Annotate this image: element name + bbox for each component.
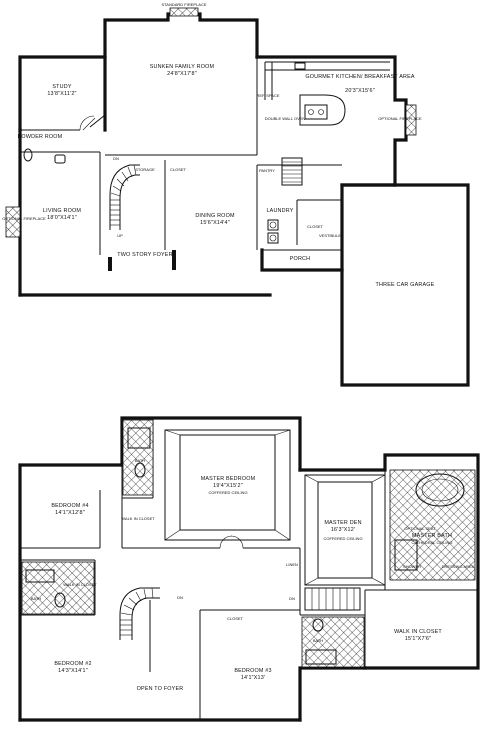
second-dn-label: DN [177, 595, 183, 600]
bedroom4-name: BEDROOM #4 [51, 503, 88, 509]
foyer-label: TWO STORY FOYER [117, 252, 172, 258]
second-floor-stair [119, 587, 361, 672]
master-bath-note: CATHEDRAL CEILING [412, 540, 453, 545]
master-bath-name: MASTER BATH [412, 533, 452, 539]
bedroom4-dims: 14'1"X12'8" [55, 510, 85, 516]
bedroom3-dims: 14'1"X13' [241, 675, 265, 681]
fireplace-icons [5, 7, 417, 238]
dining-room-name: DINING ROOM [195, 213, 235, 219]
walk-in-closet-master-name: WALK IN CLOSET [394, 629, 442, 635]
walk-in-closet-master-dims: 15'1"X7'6" [405, 636, 431, 642]
optional-fireplace-living: OPTIONAL FIREPLACE [2, 216, 46, 221]
second-floor-interior-walls [20, 418, 478, 720]
master-bedroom-ceiling: COFFERED CEILING [208, 490, 247, 495]
double-oven-label: DOUBLE WALL OVEN [265, 116, 306, 121]
first-closet-label: CLOSET [170, 167, 187, 172]
walk-in-closet-b2-label: WALK IN CLOSET [63, 582, 97, 587]
second-floor: MASTER BEDROOM 19'4"X15'2" COFFERED CEIL… [18, 416, 480, 722]
powder-room-label: POWDER ROOM [18, 134, 63, 140]
study-dims: 13'8"X11'2" [47, 91, 76, 97]
bedroom3-name: BEDROOM #3 [234, 668, 271, 674]
bedroom2-dims: 14'3"X14'1" [58, 668, 88, 674]
walk-in-closet-b4-label: WALK IN CLOSET [121, 516, 155, 521]
family-room-name: SUNKEN FAMILY ROOM [150, 64, 215, 70]
master-den-name: MASTER DEN [324, 520, 361, 526]
dining-room-dims: 15'6"X14'4" [200, 220, 230, 226]
porch-label: PORCH [290, 256, 310, 262]
pantry-label: PANTRY [259, 168, 275, 173]
garage-label: THREE CAR GARAGE [376, 282, 435, 288]
bedroom2-name: BEDROOM #2 [54, 661, 91, 667]
study-name: STUDY [52, 84, 71, 90]
bath-label-bedroom2: BATH [31, 596, 41, 601]
foyer-columns [108, 250, 176, 271]
first-floor-stair [109, 157, 303, 230]
coffered-ceilings [164, 429, 386, 586]
first-dn-label: DN [113, 156, 119, 161]
master-den-dims: 16'3"X12' [331, 527, 355, 533]
shower-label: SHOWER [403, 564, 421, 569]
optional-seat-label: OPTIONAL SEAT [404, 526, 436, 531]
closet-label: CLOSET [227, 616, 244, 621]
optional-fireplace-kitchen: OPTIONAL FIREPLACE [378, 116, 422, 121]
dressing-area-label: DRESSING AREA [442, 564, 475, 569]
living-room-dims: 18'0"X14'1" [47, 215, 77, 221]
master-den-ceiling: COFFERED CEILING [323, 536, 362, 541]
master-bedroom-dims: 19'4"X15'2" [213, 483, 243, 489]
closet-label: CLOSET [307, 224, 324, 229]
master-bedroom-name: MASTER BEDROOM [201, 476, 256, 482]
tiled-baths [21, 419, 476, 668]
kitchen-dims: 20'3"X15'6" [345, 88, 375, 94]
kitchen-name: GOURMET KITCHEN/ BREAKFAST AREA [305, 74, 415, 80]
first-floor: STANDARD FIREPLACE SUNKEN FAMILY ROOM 24… [2, 2, 470, 387]
first-up-label: UP [117, 233, 123, 238]
laundry-label: LAUNDRY [266, 208, 293, 214]
second-floor-walls [18, 416, 480, 722]
storage-label: STORAGE [135, 167, 155, 172]
first-floor-interior-walls [20, 57, 342, 255]
first-floor-walls [18, 12, 470, 387]
living-room-name: LIVING ROOM [43, 208, 81, 214]
open-to-foyer-label: OPEN TO FOYER [137, 686, 184, 692]
linen-label: LINEN [286, 562, 298, 567]
kitchen-fixtures [264, 61, 390, 126]
landing-dn-label: DN [289, 596, 295, 601]
laundry-fixtures [267, 219, 279, 244]
bath-label-master-bedroom: BATH [135, 458, 145, 463]
bath-label-hall: BATH [313, 638, 323, 643]
vestibule-label: VESTIBULE [319, 233, 341, 238]
family-room-dims: 24'8"X17'8" [167, 71, 197, 77]
ref-space-label: REF. SPACE [256, 93, 279, 98]
powder-room-fixtures [23, 148, 66, 164]
fireplace-label: STANDARD FIREPLACE [161, 2, 206, 7]
